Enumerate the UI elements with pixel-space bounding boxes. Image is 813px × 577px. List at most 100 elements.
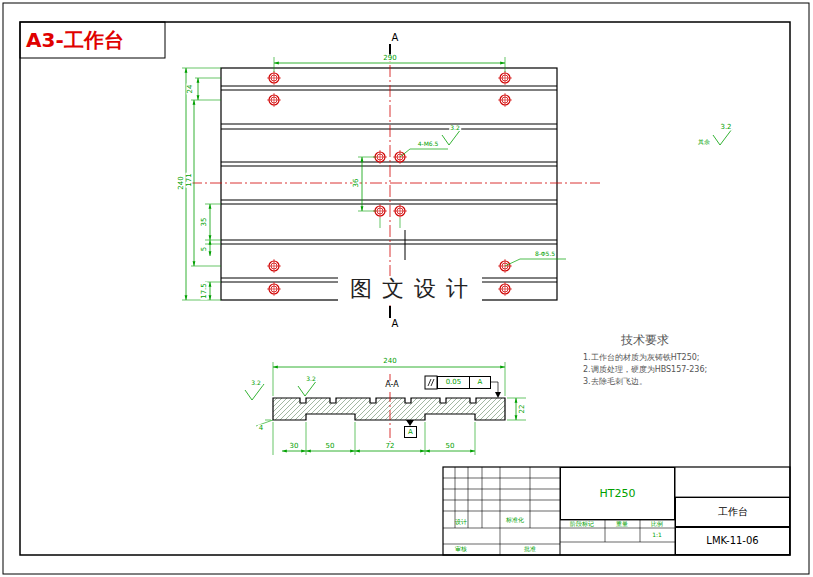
slot-edge [221,86,557,87]
title-cell: LMK-11-06 [675,527,790,555]
slot-edge [221,129,557,130]
hole-cross [274,93,275,107]
dimension-line [194,100,195,266]
dimension-line [274,63,505,64]
table-line [443,511,560,512]
dimension-text: 其余 [697,139,711,145]
watermark: 图文设计 [338,276,482,302]
title-cell: 工作台 [675,497,790,527]
table-line [443,544,560,545]
dimension-text: A [392,33,399,43]
roughness-symbol [298,380,317,396]
note-text: 3.去除毛刺飞边。 [583,378,647,386]
dimension-text: 4-M6.5 [417,141,440,147]
parallelism-cell [425,376,437,389]
node-text: HT250 [598,488,638,499]
dimension-text: 审核 [455,546,467,552]
center-line [190,183,600,184]
extension-line [358,157,376,158]
node-text: LMK-11-06 [704,536,760,546]
extension-line [355,422,356,455]
leader-line [400,149,448,157]
extension-line [205,240,221,241]
node-text: 0.05 [438,377,469,388]
hole-cross [505,93,506,107]
note-text: 2.调质处理，硬度为HBS157-236; [583,366,707,374]
extension-line [358,211,376,212]
title-block [443,467,790,555]
dimension-text: 3.2 [719,124,732,131]
extension-line [205,204,221,205]
dimension-line [210,204,211,240]
dimension-text: 重量 [616,521,628,527]
dimension-text: 5 [201,246,208,252]
dimension-line [198,78,199,100]
slot-edge [221,90,557,91]
slot-edge [221,200,557,201]
table-line [468,467,469,528]
hole-cross [274,71,275,85]
section-profile [273,398,505,420]
roughness-symbol [713,129,732,145]
section-mark [389,306,391,318]
hole-cross [380,204,381,218]
dimension-text: 22 [519,404,526,415]
dimension-text: 比例 [651,521,663,527]
extension-line [306,422,307,455]
extension-line [265,420,271,421]
dimension-text: 290 [382,55,397,62]
note-text: 1.工作台的材质为灰铸铁HT250; [583,354,700,362]
node-text: A [469,377,490,388]
dimension-text: 240 [178,175,185,190]
parallelism-symbol [428,379,431,386]
slot-edge [221,162,557,163]
table-line [560,528,675,529]
drawing-title: A3-工作台 [26,30,124,50]
tolerance-frame: 0.05A [437,376,491,389]
extension-line [425,422,426,455]
outer-border [3,3,809,574]
hole-cross [505,71,506,85]
table-line [482,467,483,528]
dimension-line [362,157,363,211]
hole-cross [274,282,275,296]
dimension-text: 4 [258,425,264,432]
dimension-text: 50 [445,443,456,450]
dimension-text: 171 [186,172,193,187]
dimension-text: 批准 [524,546,536,552]
extension-line [507,398,526,399]
drawing-frame [20,22,790,555]
dimension-text: 阶段标记 [570,521,594,527]
dimension-line [306,451,355,452]
hole-cross [505,282,506,296]
extension-line [505,57,506,72]
dimension-text: 35 [201,217,208,228]
dimension-text: 36 [353,178,360,189]
dimension-text: 3.2 [449,125,461,131]
dimension-text: 1:1 [652,532,662,538]
dimension-text: 30 [289,443,300,450]
dimension-text: 3.2 [250,380,262,386]
dimension-line [273,367,505,368]
hole-cross [400,204,401,218]
extension-line [195,78,221,79]
dimension-line [355,451,425,452]
dimension-text: 标准化 [506,517,524,523]
dimension-line [282,451,306,452]
leader-line [505,259,566,266]
dimension-text: 3.2 [305,376,317,382]
slot-edge [221,240,557,241]
table-line [443,489,560,490]
dimension-text: 240 [382,358,397,365]
table-line [443,528,560,529]
extension-line [475,422,476,455]
title-frame [20,22,165,58]
dimension-text: A-A [384,381,399,389]
datum-box: A [404,426,417,438]
slot-edge [221,166,557,167]
mark-line [405,230,406,260]
table-line [443,478,560,479]
table-line [605,520,606,542]
hole-cross [380,150,381,164]
